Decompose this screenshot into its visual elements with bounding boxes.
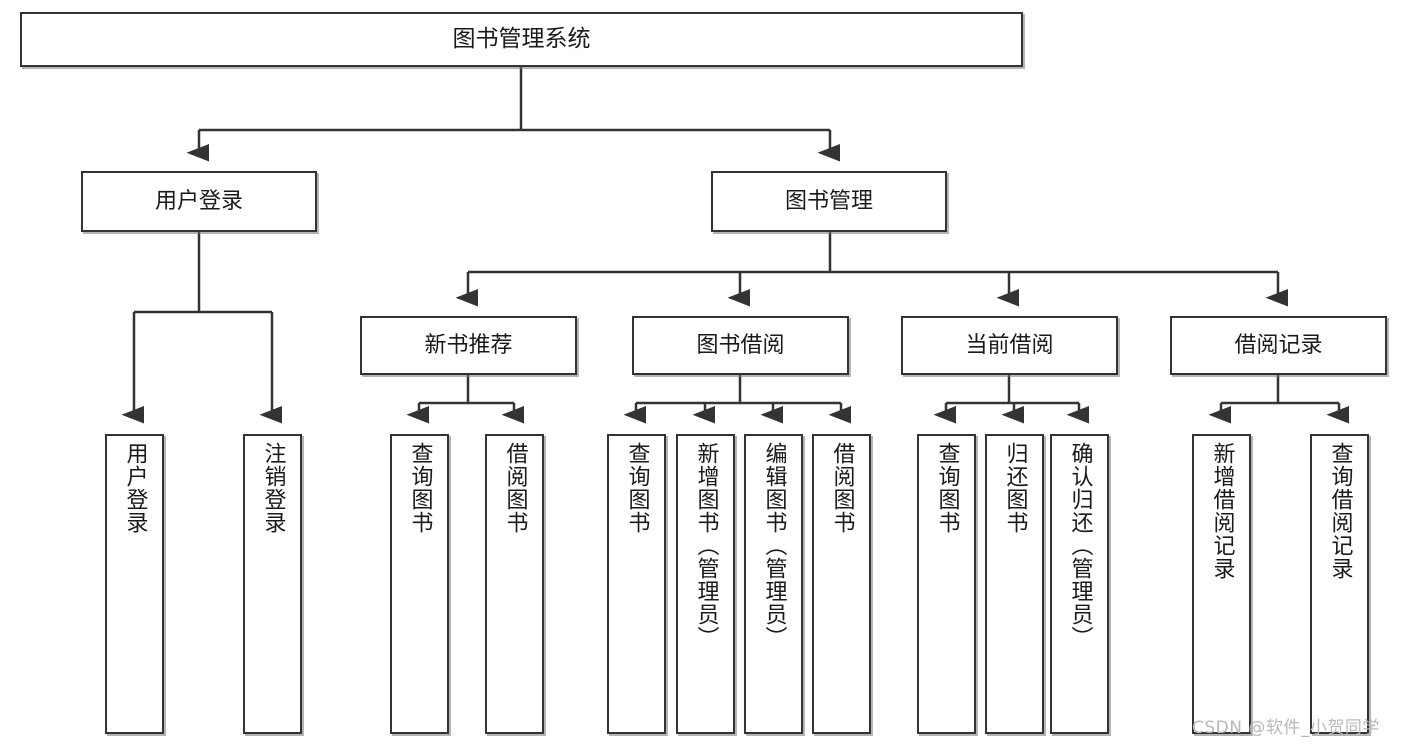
node-leaf-add-record-label: 新增借阅记录: [1209, 442, 1235, 580]
node-leaf-borrow-book-2[interactable]: 借阅图书: [812, 434, 871, 734]
node-current-borrow[interactable]: 当前借阅: [901, 316, 1118, 375]
node-book-manage[interactable]: 图书管理: [711, 171, 947, 232]
node-current-borrow-label: 当前借阅: [965, 332, 1054, 358]
node-leaf-borrow-book-1[interactable]: 借阅图书: [485, 434, 544, 734]
node-leaf-query-book-2[interactable]: 查询图书: [607, 434, 666, 734]
node-leaf-edit-book[interactable]: 编辑图书（管理员）: [744, 434, 803, 734]
node-leaf-add-book[interactable]: 新增图书（管理员）: [676, 434, 735, 734]
node-leaf-borrow-book-1-label: 借阅图书: [502, 442, 528, 534]
node-new-book-recommend-label: 新书推荐: [424, 332, 513, 358]
node-book-borrow[interactable]: 图书借阅: [632, 316, 849, 375]
node-leaf-query-book-3[interactable]: 查询图书: [917, 434, 976, 734]
node-book-manage-label: 图书管理: [784, 188, 873, 214]
node-leaf-add-record[interactable]: 新增借阅记录: [1192, 434, 1251, 734]
node-leaf-user-login-label: 用户登录: [122, 442, 148, 534]
node-root[interactable]: 图书管理系统: [20, 12, 1023, 67]
node-leaf-query-book-1-label: 查询图书: [407, 442, 433, 534]
node-leaf-query-record[interactable]: 查询借阅记录: [1310, 434, 1369, 734]
node-leaf-confirm-return-label: 确认归还（管理员）: [1067, 442, 1093, 649]
node-leaf-user-logout-label: 注销登录: [260, 442, 286, 534]
node-new-book-recommend[interactable]: 新书推荐: [360, 316, 577, 375]
node-root-label: 图书管理系统: [452, 26, 591, 53]
node-leaf-borrow-book-2-label: 借阅图书: [829, 442, 855, 534]
node-leaf-query-book-2-label: 查询图书: [624, 442, 650, 534]
node-leaf-confirm-return[interactable]: 确认归还（管理员）: [1050, 434, 1109, 734]
node-leaf-return-book[interactable]: 归还图书: [985, 434, 1044, 734]
node-leaf-user-logout[interactable]: 注销登录: [243, 434, 302, 734]
node-leaf-query-book-3-label: 查询图书: [934, 442, 960, 534]
node-user-login-label: 用户登录: [154, 188, 243, 214]
node-borrow-record[interactable]: 借阅记录: [1170, 316, 1387, 375]
node-book-borrow-label: 图书借阅: [696, 332, 785, 358]
node-leaf-query-book-1[interactable]: 查询图书: [390, 434, 449, 734]
node-leaf-return-book-label: 归还图书: [1002, 442, 1028, 534]
node-user-login[interactable]: 用户登录: [81, 171, 317, 232]
node-borrow-record-label: 借阅记录: [1234, 332, 1323, 358]
node-leaf-query-record-label: 查询借阅记录: [1327, 442, 1353, 580]
node-leaf-edit-book-label: 编辑图书（管理员）: [761, 442, 787, 649]
node-leaf-user-login[interactable]: 用户登录: [105, 434, 164, 734]
node-leaf-add-book-label: 新增图书（管理员）: [693, 442, 719, 649]
